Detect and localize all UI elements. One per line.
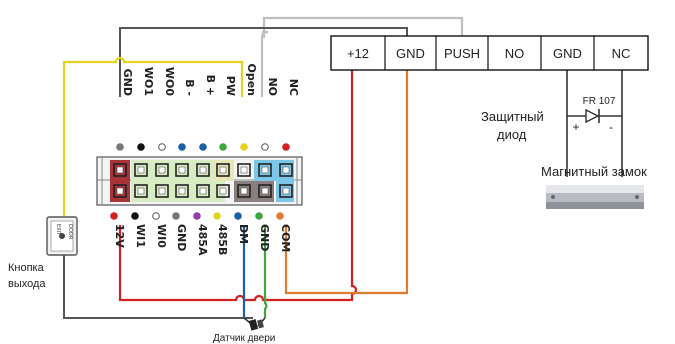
- controller-connector: GND WO1 WO0 B - B + PW Open NO NC 12V WI1 WI0 GND 485…: [96, 63, 303, 256]
- top-pin-label-1: WO1: [142, 67, 155, 96]
- screw-terminal-top-8: [279, 163, 293, 177]
- screw-terminal-top-3: [175, 163, 189, 177]
- screw-terminal-bottom-1: [134, 184, 148, 198]
- door-sensor-label: Датчик двери: [213, 333, 275, 344]
- bottom-pin-dot-3: [172, 212, 180, 220]
- gnd-top-wire: [119, 27, 408, 97]
- gnd-green-wire: [263, 225, 268, 318]
- bottom-pin-dot-1: [131, 212, 139, 220]
- top-pin-label-5: PW: [224, 76, 237, 96]
- bottom-pin-label-1: WI1: [134, 224, 147, 248]
- screw-terminal-bottom-7: [258, 184, 272, 198]
- bottom-pin-label-3: GND: [175, 224, 188, 251]
- top-pin-dot-4: [199, 143, 207, 151]
- terminal-label-3: NO: [505, 46, 525, 61]
- terminal-label-2: PUSH: [444, 46, 480, 61]
- diode-plus-label: +: [572, 120, 579, 134]
- diode-minus-label: -: [609, 120, 613, 134]
- bottom-pin-label-6: DM: [237, 224, 250, 244]
- bottom-pin-dot-7: [255, 212, 263, 220]
- top-pin-label-7: NO: [266, 77, 279, 96]
- top-pin-dot-2: [158, 143, 166, 151]
- bottom-pin-label-2: WI0: [155, 224, 168, 248]
- diode-title-line1: Защитный: [481, 109, 544, 124]
- exit-button-label-1: Кнопка: [8, 262, 45, 274]
- top-pin-dot-7: [261, 143, 269, 151]
- exit-button-face-2: EXIT: [55, 224, 61, 236]
- bottom-pin-dot-8: [276, 212, 284, 220]
- exit-button[interactable]: DOOR EXIT: [46, 216, 78, 256]
- top-pin-dot-1: [137, 143, 145, 151]
- top-pin-dot-8: [282, 143, 290, 151]
- terminal-block: +12 GND PUSH NO GND NC: [330, 35, 649, 71]
- diode-part-label: FR 107: [583, 96, 616, 107]
- bottom-pin-label-5: 485B: [216, 224, 229, 255]
- bottom-pin-label-4: 485A: [196, 224, 209, 256]
- screw-terminal-top-5: [216, 163, 230, 177]
- power-red-wire: [118, 70, 358, 302]
- screw-terminal-bottom-5: [216, 184, 230, 198]
- top-pin-label-3: B -: [183, 79, 196, 96]
- bottom-pin-label-7: GND: [258, 224, 271, 251]
- door-sensor-icon: [248, 319, 264, 331]
- bottom-pin-dot-5: [213, 212, 221, 220]
- lock-label: Магнитный замок: [541, 164, 647, 179]
- screw-terminal-bottom-0: [113, 184, 127, 198]
- terminal-label-4: GND: [553, 46, 582, 61]
- com-orange-wire: [284, 70, 409, 295]
- top-pin-label-0: GND: [121, 69, 134, 96]
- bottom-pin-dot-4: [193, 212, 201, 220]
- screw-terminal-top-2: [155, 163, 169, 177]
- terminal-label-0: +12: [347, 46, 369, 61]
- bottom-pin-dot-0: [110, 212, 118, 220]
- top-pin-dot-6: [240, 143, 248, 151]
- exit-button-face-1: DOOR: [67, 224, 73, 240]
- screw-terminal-top-4: [196, 163, 210, 177]
- gnd-button-wire: [63, 80, 253, 319]
- top-pin-label-6: Open: [245, 63, 258, 96]
- screw-terminal-top-7: [258, 163, 272, 177]
- bottom-pin-label-0: 12V: [113, 224, 126, 248]
- top-pin-label-4: B +: [204, 75, 217, 96]
- bottom-pin-label-8: COM: [279, 224, 292, 252]
- bottom-pin-dot-2: [152, 212, 160, 220]
- diode: FR 107 + -: [567, 96, 622, 134]
- screw-terminal-bottom-2: [155, 184, 169, 198]
- magnetic-lock-image: [546, 185, 644, 209]
- screw-terminal-bottom-3: [175, 184, 189, 198]
- screw-terminal-top-1: [134, 163, 148, 177]
- top-pin-dot-0: [116, 143, 124, 151]
- diode-title-line2: диод: [497, 127, 527, 142]
- screw-terminal-bottom-8: [279, 184, 293, 198]
- open-yellow-wire: [62, 56, 244, 217]
- screw-terminal-bottom-6: [237, 184, 251, 198]
- screw-terminal-top-0: [113, 163, 127, 177]
- terminal-label-5: NC: [612, 46, 631, 61]
- top-pin-label-8: NC: [287, 79, 300, 96]
- bottom-pin-dot-6: [234, 212, 242, 220]
- exit-button-label-2: выхода: [8, 278, 46, 290]
- top-pin-label-2: WO0: [163, 67, 176, 96]
- terminal-label-1: GND: [396, 46, 425, 61]
- screw-terminal-bottom-4: [196, 184, 210, 198]
- top-pin-dot-3: [178, 143, 186, 151]
- screw-terminal-top-6: [237, 163, 251, 177]
- top-pin-dot-5: [219, 143, 227, 151]
